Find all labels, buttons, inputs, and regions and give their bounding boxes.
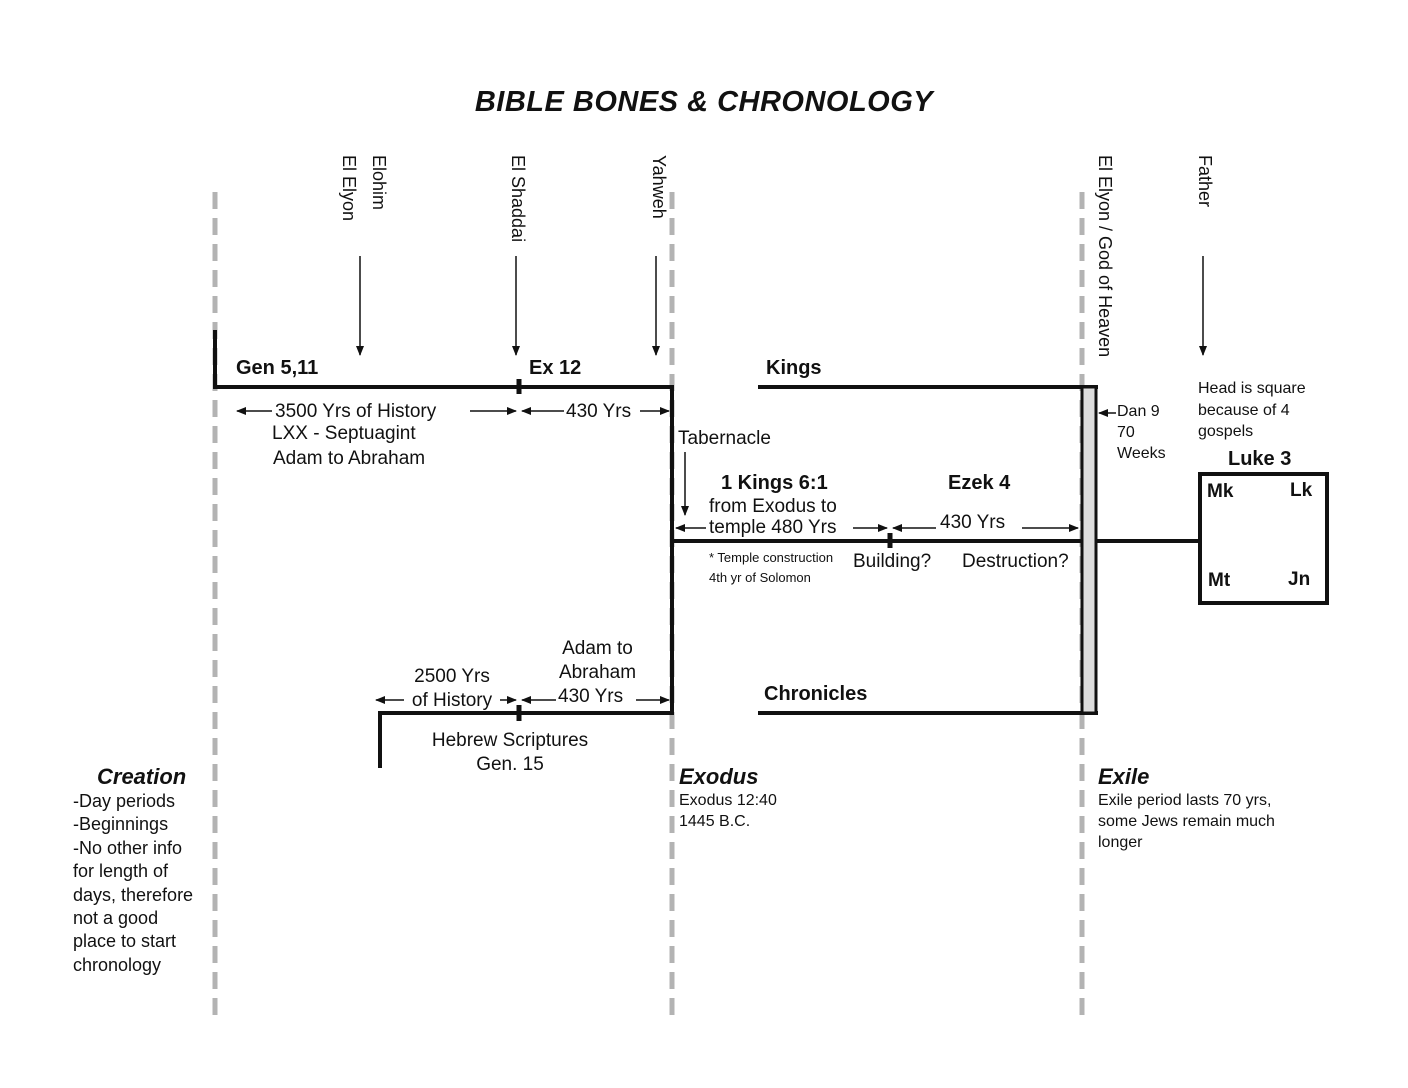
label-gen-5-11: Gen 5,11 — [236, 357, 319, 379]
period-creation-text: -Day periods -Beginnings -No other info … — [73, 791, 194, 975]
label-ex-12: Ex 12 — [529, 357, 582, 379]
note-fourth-year: 4th yr of Solomon — [709, 570, 811, 585]
label-temple-480: temple 480 Yrs — [709, 517, 837, 538]
label-2500-yrs: 2500 Yrs of History — [411, 666, 493, 711]
label-luke-3: Luke 3 — [1228, 448, 1292, 470]
label-dan-9: Dan 9 70 Weeks — [1117, 403, 1166, 462]
label-el-elyon-god-of-heaven: El Elyon / God of Heaven — [1095, 155, 1115, 358]
label-el-shaddai: El Shaddai — [508, 155, 528, 243]
label-kings: Kings — [766, 357, 822, 379]
label-father: Father — [1195, 155, 1215, 208]
label-mt: Mt — [1208, 570, 1231, 591]
label-lxx: LXX - Septuagint — [272, 423, 416, 444]
head-box — [1198, 472, 1329, 605]
period-exile-label: Exile — [1098, 764, 1150, 789]
label-3500-yrs: 3500 Yrs of History — [275, 401, 437, 422]
label-el-elyon: El Elyon — [339, 155, 359, 222]
label-ezek-4: Ezek 4 — [948, 472, 1011, 494]
label-1-kings-6-1: 1 Kings 6:1 — [721, 472, 828, 494]
label-430-yrs-lower: 430 Yrs — [558, 686, 624, 707]
label-yahweh: Yahweh — [649, 155, 669, 219]
label-building: Building? — [853, 551, 932, 572]
label-lk: Lk — [1290, 480, 1313, 501]
label-jn: Jn — [1288, 569, 1311, 590]
label-head-note: Head is square because of 4 gospels — [1198, 380, 1306, 441]
exile-bar — [1080, 385, 1098, 715]
period-creation-label: Creation — [97, 764, 187, 789]
label-from-exodus: from Exodus to — [709, 496, 837, 517]
label-hebrew-scriptures: Hebrew Scriptures Gen. 15 — [431, 730, 589, 775]
period-exile-text: Exile period lasts 70 yrs, some Jews rem… — [1098, 792, 1275, 851]
note-temple-construction: * Temple construction — [709, 550, 834, 565]
label-adam-to-abraham-lower: Adam to Abraham — [558, 638, 637, 683]
label-430-yrs-middle: 430 Yrs — [940, 512, 1006, 533]
period-exodus-text: Exodus 12:40 1445 B.C. — [679, 792, 777, 830]
label-tabernacle: Tabernacle — [678, 428, 771, 449]
label-destruction: Destruction? — [962, 551, 1069, 572]
period-exodus-label: Exodus — [679, 764, 759, 789]
label-mk: Mk — [1207, 481, 1234, 502]
label-chronicles: Chronicles — [764, 683, 868, 705]
page-title: BIBLE BONES & CHRONOLOGY — [474, 86, 934, 118]
label-adam-to-abraham-upper: Adam to Abraham — [273, 448, 426, 469]
label-430-yrs-upper: 430 Yrs — [566, 401, 632, 422]
label-elohim: Elohim — [369, 155, 389, 211]
